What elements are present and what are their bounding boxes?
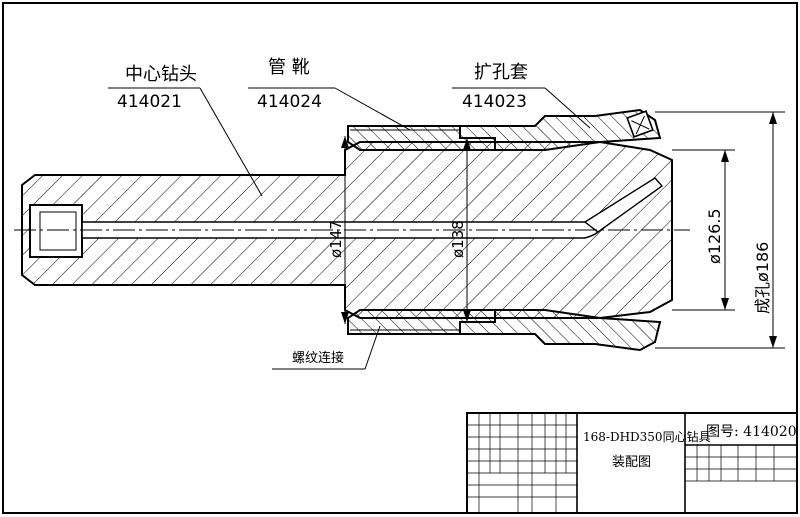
title-line-2: 装配图 — [612, 455, 651, 470]
leader-lines — [108, 87, 591, 370]
title-block — [466, 412, 798, 514]
drawing-number: 图号: 414020 — [706, 424, 797, 440]
dim-d147: ø147 — [327, 220, 345, 258]
casing-shoe-bottom — [347, 309, 496, 335]
dim-hole-d186: 成孔ø186 — [753, 242, 772, 314]
title-line-1: 168-DHD350同心钻具 — [583, 429, 711, 444]
revision-grid — [467, 413, 577, 513]
carbide-button-icon — [626, 110, 654, 138]
casing-shoe-code: 414024 — [257, 92, 322, 112]
center-bit-code: 414021 — [117, 92, 182, 112]
shank-bore — [29, 204, 83, 258]
thread-connection-label: 螺纹连接 — [292, 350, 344, 366]
reamer-sleeve-name: 扩孔套 — [474, 62, 528, 83]
casing-shoe-name: 管 靴 — [268, 57, 310, 78]
center-bit-name: 中心钻头 — [125, 64, 197, 85]
shank-bore-inner — [39, 211, 77, 251]
dim-d126-5: ø126.5 — [705, 208, 724, 264]
scale-grid — [685, 445, 797, 482]
thread-marks — [350, 129, 460, 331]
casing-shoe-top — [347, 125, 496, 151]
flushing-channel — [583, 177, 664, 233]
dimension-arrows — [341, 112, 777, 348]
dimension-lines — [344, 111, 785, 349]
dim-d138: ø138 — [449, 220, 467, 258]
reamer-sleeve-code: 414023 — [462, 92, 527, 112]
